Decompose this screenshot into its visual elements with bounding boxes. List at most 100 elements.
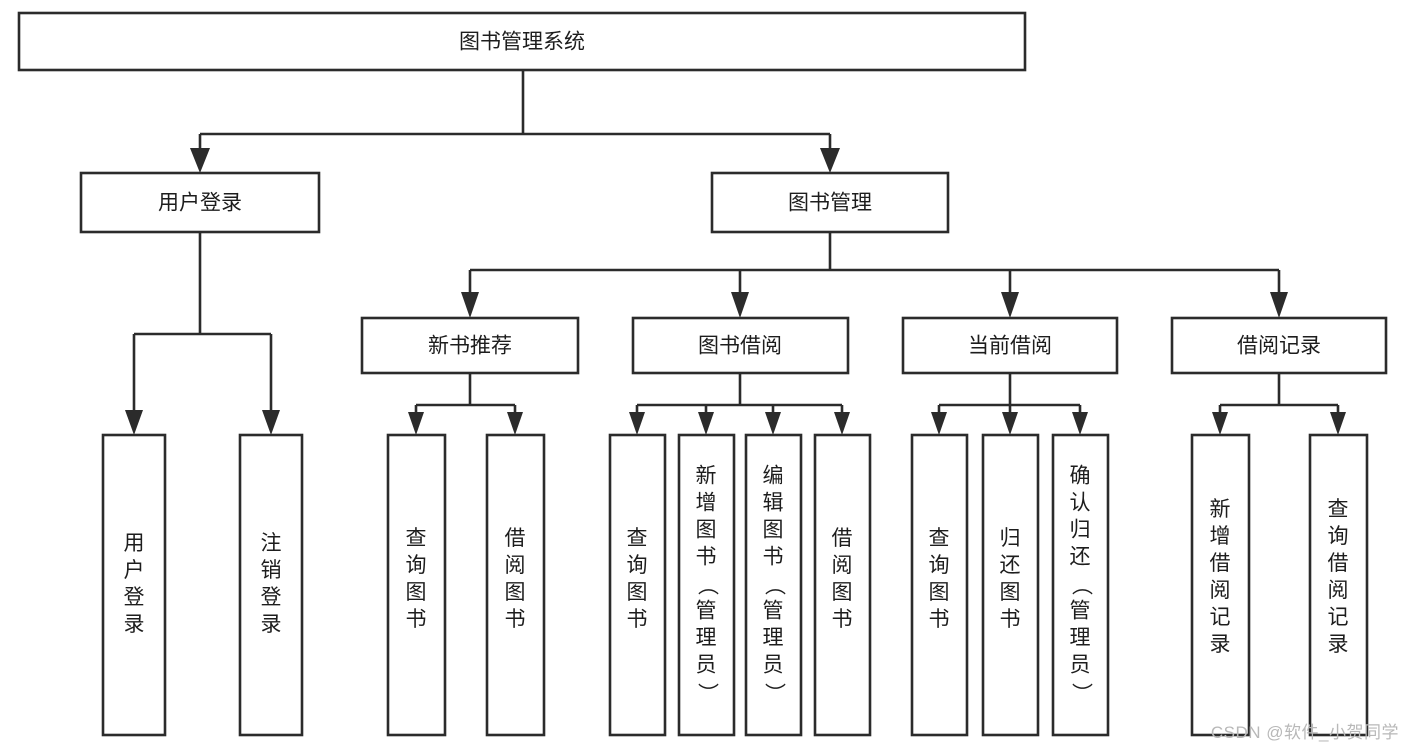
node-leaf-query-book-3-box[interactable] (910, 433, 969, 737)
svg-text:增: 增 (696, 492, 717, 515)
svg-text:编: 编 (763, 465, 784, 488)
node-book-borrow[interactable]: 图书借阅 (631, 316, 850, 375)
arrow-bm-to-borrow-record-icon (1270, 292, 1288, 318)
svg-text:管: 管 (696, 600, 717, 623)
node-leaf-confirm-return-admin-box[interactable] (1051, 433, 1110, 737)
node-leaf-borrow-book-1-box[interactable] (485, 433, 546, 737)
arrow-bm-to-new-book-icon (461, 292, 479, 318)
node-new-book-recommend[interactable]: 新书推荐 (360, 316, 580, 375)
connector-group-user-login (125, 232, 280, 435)
arrow-root-to-user-login-icon (190, 148, 210, 173)
svg-text:阅: 阅 (832, 554, 853, 577)
node-book-management-box[interactable] (710, 171, 950, 234)
arrow-ul-to-leaf-login-icon (125, 410, 143, 435)
svg-text:记: 记 (1210, 606, 1231, 629)
arrow-br-to-add-icon (1212, 412, 1228, 435)
svg-text:书: 书 (696, 546, 717, 569)
connector-group-current-borrow (931, 373, 1088, 435)
leaf-boxes-group (101, 433, 1369, 737)
node-new-book-recommend-box[interactable] (360, 316, 580, 375)
svg-text:阅: 阅 (1328, 579, 1349, 602)
arrow-cb-to-return-icon (1002, 412, 1018, 435)
svg-text:户: 户 (124, 559, 145, 582)
svg-text:图: 图 (627, 581, 648, 604)
arrow-bb-to-add-icon (698, 412, 714, 435)
svg-text:录: 录 (124, 613, 145, 636)
svg-text:图: 图 (505, 581, 526, 604)
node-leaf-add-book-admin-box[interactable] (677, 433, 736, 737)
node-book-borrow-box[interactable] (631, 316, 850, 375)
svg-text:管: 管 (1070, 600, 1091, 623)
arrow-bb-to-borrow-icon (834, 412, 850, 435)
node-leaf-edit-book-admin-box[interactable] (744, 433, 803, 737)
node-root-system[interactable]: 图书管理系统 (17, 11, 1027, 72)
connector-group-book-management (461, 232, 1288, 318)
node-leaf-query-borrow-record-box[interactable] (1308, 433, 1369, 737)
node-leaf-logout-box[interactable] (238, 433, 304, 737)
node-leaf-borrow-book-2-box[interactable] (813, 433, 872, 737)
node-leaf-query-book-1-box[interactable] (386, 433, 447, 737)
svg-text:阅: 阅 (505, 554, 526, 577)
svg-text:书: 书 (505, 608, 526, 631)
svg-text:书: 书 (1000, 608, 1021, 631)
node-current-borrow-box[interactable] (901, 316, 1119, 375)
node-user-login[interactable]: 用户登录 (79, 171, 321, 234)
svg-text:记: 记 (1328, 606, 1349, 629)
node-leaf-return-book-box[interactable] (981, 433, 1040, 737)
svg-text:书: 书 (627, 608, 648, 631)
arrow-root-to-book-management-icon (820, 148, 840, 173)
svg-text:（: （ (762, 575, 785, 596)
node-user-login-label: 用户登录 (158, 192, 242, 215)
svg-text:还: 还 (1000, 554, 1021, 577)
svg-text:）: ） (1069, 683, 1092, 704)
svg-text:询: 询 (1328, 525, 1349, 548)
svg-text:查: 查 (406, 527, 427, 550)
arrow-bb-to-edit-icon (765, 412, 781, 435)
svg-text:书: 书 (929, 608, 950, 631)
node-book-management-label: 图书管理 (788, 192, 872, 215)
arrow-bb-to-query-icon (629, 412, 645, 435)
node-borrow-record[interactable]: 借阅记录 (1170, 316, 1388, 375)
svg-text:书: 书 (763, 546, 784, 569)
svg-text:录: 录 (1210, 633, 1231, 656)
node-leaf-user-login-box[interactable] (101, 433, 167, 737)
node-leaf-query-book-2-box[interactable] (608, 433, 667, 737)
svg-text:借: 借 (505, 527, 526, 550)
node-root-system-box[interactable] (17, 11, 1027, 72)
node-borrow-record-box[interactable] (1170, 316, 1388, 375)
svg-text:录: 录 (261, 613, 282, 636)
svg-text:书: 书 (832, 608, 853, 631)
svg-text:图: 图 (763, 519, 784, 542)
node-borrow-record-label: 借阅记录 (1237, 335, 1321, 358)
node-book-management[interactable]: 图书管理 (710, 171, 950, 234)
node-current-borrow[interactable]: 当前借阅 (901, 316, 1119, 375)
svg-text:确: 确 (1070, 465, 1091, 488)
node-leaf-add-borrow-record-box[interactable] (1190, 433, 1251, 737)
svg-text:图: 图 (832, 581, 853, 604)
svg-text:还: 还 (1070, 546, 1091, 569)
node-root-system-label: 图书管理系统 (459, 31, 585, 54)
arrow-nbr-to-borrow-icon (507, 412, 523, 435)
node-user-login-box[interactable] (79, 171, 321, 234)
arrow-bm-to-book-borrow-icon (731, 292, 749, 318)
svg-text:理: 理 (763, 627, 784, 650)
svg-text:录: 录 (1328, 633, 1349, 656)
svg-text:（: （ (695, 575, 718, 596)
svg-text:询: 询 (406, 554, 427, 577)
connector-group-root (190, 70, 840, 173)
svg-text:新: 新 (696, 465, 717, 488)
connector-group-book-borrow (629, 373, 850, 435)
node-current-borrow-label: 当前借阅 (968, 335, 1052, 358)
svg-text:增: 增 (1210, 525, 1231, 548)
svg-text:借: 借 (1210, 552, 1231, 575)
svg-text:认: 认 (1070, 492, 1091, 515)
connector-group-borrow-record (1212, 373, 1346, 435)
